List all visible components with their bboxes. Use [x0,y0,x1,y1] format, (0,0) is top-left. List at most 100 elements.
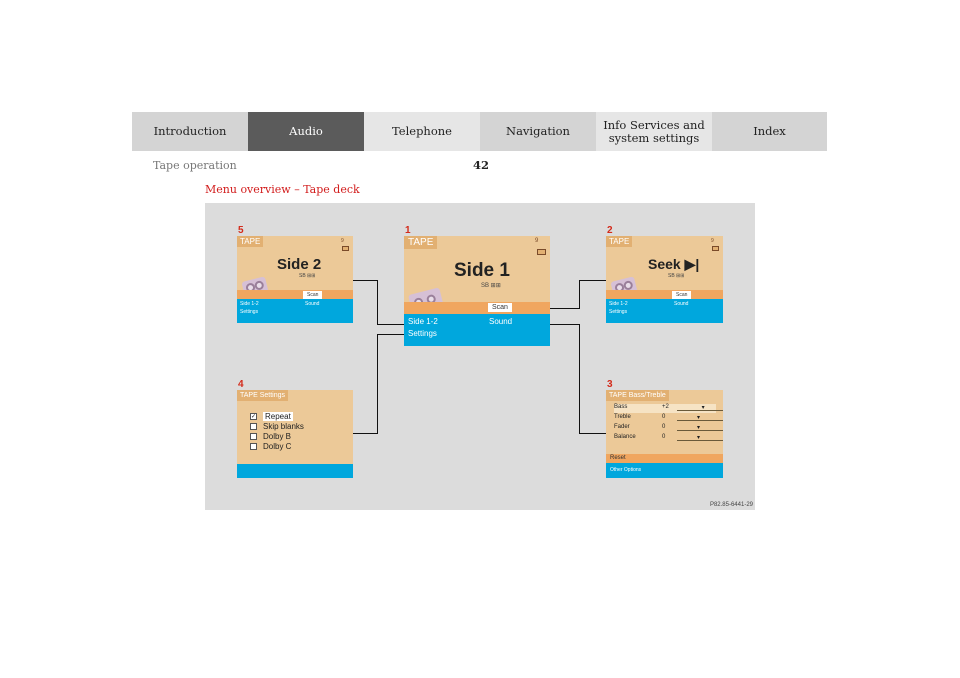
connector-line [579,280,580,309]
display-text: Side 2 [277,256,322,273]
tab-info-services[interactable]: Info Services and system settings [596,112,712,151]
option-label: Repeat [263,412,293,421]
softkey-sound[interactable]: Sound [489,317,513,326]
connector-line [377,324,405,325]
eq-name: Treble [614,414,631,420]
softkey-settings[interactable]: Settings [240,309,259,315]
corner-indicator: 9 [535,238,539,244]
eq-slider-marker-icon[interactable]: ▾ [697,425,701,431]
tab-introduction[interactable]: Introduction [132,112,248,151]
option-label: Dolby B [263,432,292,441]
eq-name: Bass [614,404,628,410]
eq-name: Balance [614,434,636,440]
eq-slider-track[interactable] [677,420,723,421]
screen-side2: TAPE 9 Side 2 SB ⊞⊞ Scan Side 1-2 Settin… [237,236,353,323]
eq-row-treble[interactable]: Treble 0 ▾ [614,414,723,423]
page-heading: Menu overview – Tape deck [205,183,360,196]
connector-line [579,433,607,434]
checkbox-checked-icon[interactable]: ✓ [250,413,257,421]
tape-menu-diagram: 5 TAPE 9 Side 2 SB ⊞⊞ Scan Side 1-2 Sett… [205,203,755,510]
mode-label: TAPE [404,236,438,249]
tab-navigation[interactable]: Navigation [480,112,596,151]
connector-line [377,334,378,434]
screen-side1: TAPE 9 Side 1 SB ⊞⊞ Scan Side 1-2 Settin… [404,236,550,346]
eq-slider-marker-icon[interactable]: ▾ [697,415,701,421]
softkey-bar [237,464,353,478]
settings-option[interactable]: Skip blanks [250,422,304,432]
connector-line [377,334,405,335]
eq-row-fader[interactable]: Fader 0 ▾ [614,424,723,433]
settings-option[interactable]: Dolby B [250,432,304,442]
checkbox-icon[interactable] [250,433,257,441]
checkbox-icon[interactable] [250,443,257,451]
eq-slider-track[interactable] [677,440,723,441]
corner-indicator: 9 [711,238,714,244]
checkbox-icon[interactable] [250,423,257,431]
softkey-side[interactable]: Side 1-2 [408,317,438,326]
mode-label: TAPE [237,236,264,247]
eq-value: 0 [662,434,666,440]
reset-label: Reset [610,455,626,461]
reset-bar[interactable]: Reset [606,454,723,463]
cassette-icon [712,246,719,251]
screen-title: TAPE Bass/Treble [606,390,669,401]
eq-name: Fader [614,424,630,430]
scan-button[interactable]: Scan [303,291,323,299]
screen-title: TAPE Settings [237,390,289,401]
other-options[interactable]: Other Options [610,467,642,473]
settings-option[interactable]: ✓ Repeat [250,412,304,422]
chapter-tabs: Introduction Audio Telephone Navigation … [132,112,827,151]
section-title: Tape operation [153,159,237,172]
scan-button[interactable]: Scan [488,303,512,312]
option-label: Dolby C [263,442,292,451]
softkey-bar: Side 1-2 Settings Sound [606,299,723,323]
eq-slider-marker-icon[interactable]: ▾ [701,405,705,411]
connector-line [579,280,607,281]
softkey-settings[interactable]: Settings [609,309,628,315]
connector-line [579,324,580,434]
figure-reference: P82.85-6441-29 [709,502,753,508]
option-label: Skip blanks [263,422,304,431]
eq-slider-track[interactable] [677,430,723,431]
scan-bar [237,290,353,299]
tab-telephone[interactable]: Telephone [364,112,480,151]
tab-audio[interactable]: Audio [248,112,364,151]
eq-slider-marker-icon[interactable]: ▾ [697,435,701,441]
cassette-icon [537,249,546,255]
mode-label: TAPE [606,236,633,247]
status-line: SB ⊞⊞ [668,273,685,279]
screen-seek: TAPE 9 Seek ▶| SB ⊞⊞ Scan Side 1-2 Setti… [606,236,723,323]
scan-bar [606,290,723,299]
corner-indicator: 9 [341,238,344,244]
eq-value: +2 [662,404,669,410]
cassette-icon [342,246,349,251]
eq-value: 0 [662,414,666,420]
settings-list: ✓ Repeat Skip blanks Dolby B Dolby C [250,412,304,452]
softkey-bar: Side 1-2 Settings Sound [404,314,550,346]
display-text: Seek ▶| [648,256,700,272]
softkey-sound[interactable]: Sound [674,301,689,307]
softkey-side[interactable]: Side 1-2 [240,301,259,307]
settings-option[interactable]: Dolby C [250,442,304,452]
connector-line [377,280,378,324]
status-line: SB ⊞⊞ [481,283,501,289]
screen-1-number: 1 [405,225,411,236]
eq-value: 0 [662,424,666,430]
eq-slider-track[interactable] [677,410,723,411]
softkey-bar: Side 1-2 Settings Sound [237,299,353,323]
scan-button[interactable]: Scan [672,291,692,299]
screen-2-number: 2 [607,225,613,236]
softkey-sound[interactable]: Sound [305,301,320,307]
connector-line [353,433,377,434]
page-number: 42 [473,158,490,172]
eq-row-balance[interactable]: Balance 0 ▾ [614,434,723,443]
softkey-side[interactable]: Side 1-2 [609,301,628,307]
screen-settings: TAPE Settings ✓ Repeat Skip blanks Dolby … [237,390,353,478]
tab-index[interactable]: Index [712,112,827,151]
eq-row-bass[interactable]: Bass +2 ▾ [614,404,723,413]
screen-4-number: 4 [238,379,244,390]
status-line: SB ⊞⊞ [299,273,316,279]
screen-5-number: 5 [238,225,244,236]
softkey-settings[interactable]: Settings [408,329,437,338]
